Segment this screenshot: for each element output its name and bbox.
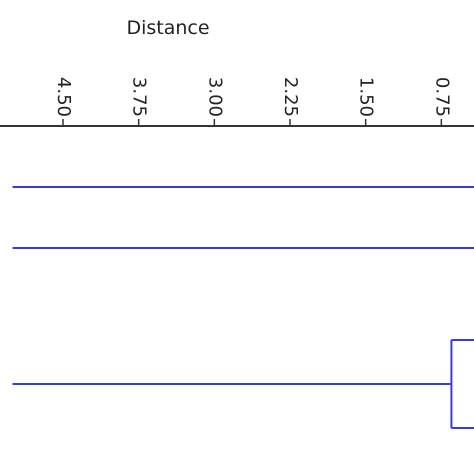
x-axis-ticks: 4.50 3.75 3.00 2.25 1.50 0.75 <box>53 77 452 126</box>
x-tick-label: 4.50 <box>53 77 74 117</box>
dendrogram-branches <box>12 186 474 429</box>
x-tick-label: 0.75 <box>431 77 452 117</box>
x-tick-label: 2.25 <box>280 77 301 117</box>
x-tick-label: 1.50 <box>356 77 377 117</box>
x-axis-title: Distance <box>126 17 209 39</box>
x-tick-label: 3.75 <box>129 77 150 117</box>
x-tick-label: 3.00 <box>204 77 225 117</box>
